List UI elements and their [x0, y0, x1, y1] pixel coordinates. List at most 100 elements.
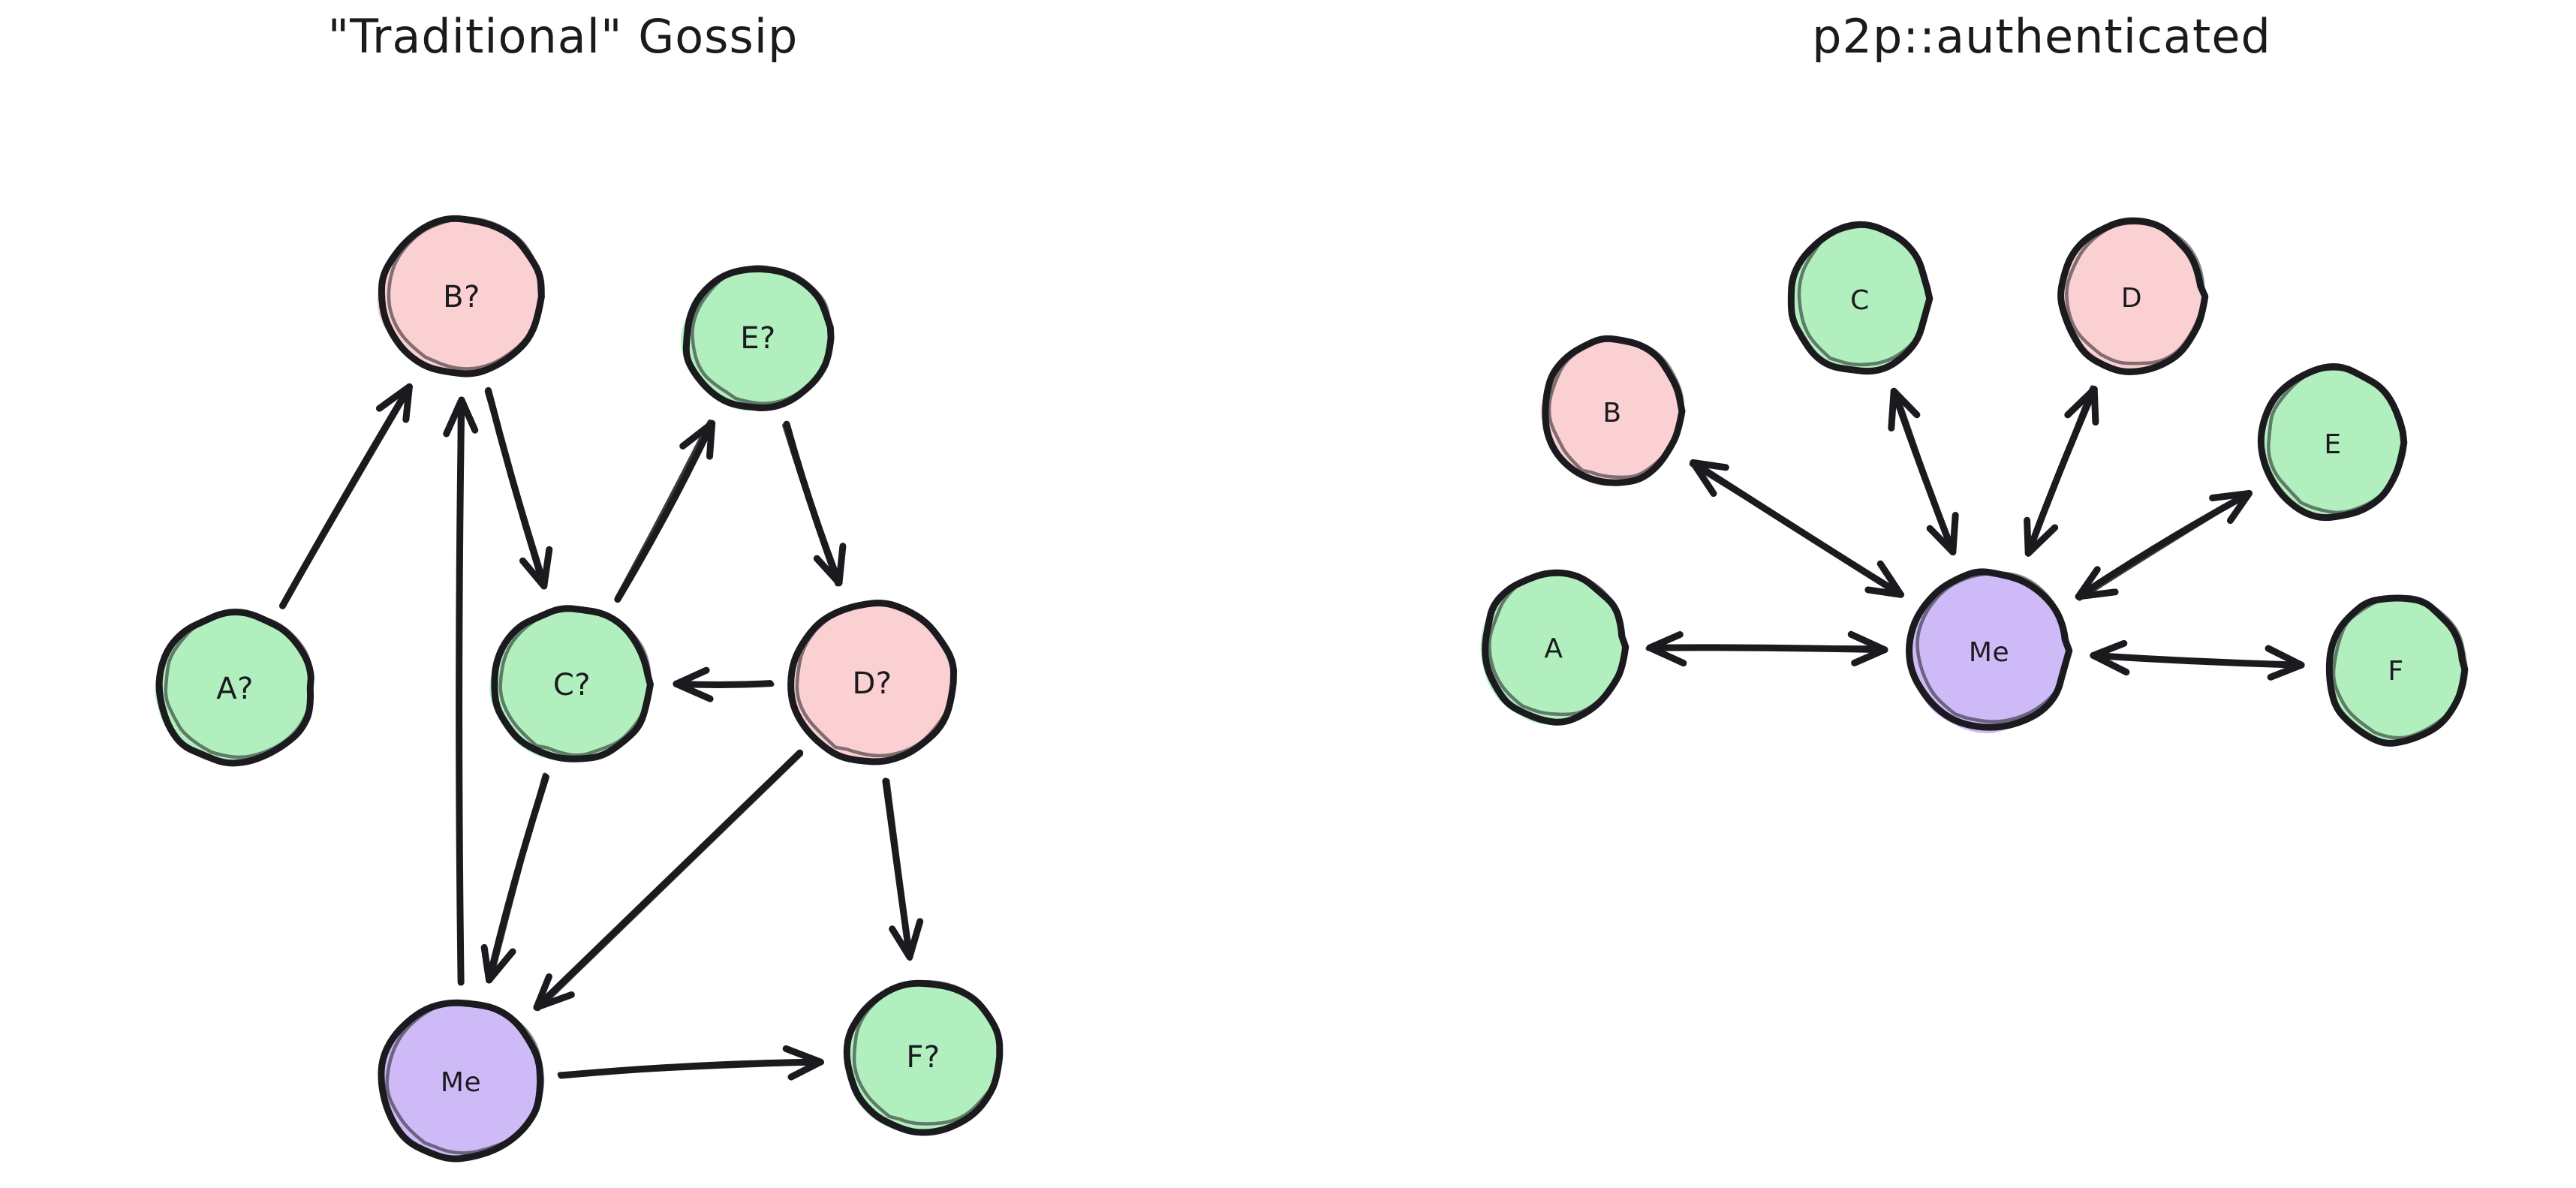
edge-traditional-gossip-D-to-Me[interactable] [533, 749, 804, 1012]
arrowhead-start [2075, 566, 2119, 600]
node-shape-sketch-pass [2267, 367, 2407, 515]
edge-shaft-secondary [884, 778, 913, 961]
edge-p2p-authenticated-Me-to-B[interactable] [1689, 459, 1904, 598]
node-shape-sketch-pass [1915, 571, 2069, 723]
arrowhead-end [480, 943, 516, 984]
edge-shaft-secondary [782, 423, 840, 587]
edge-shaft-secondary [1689, 462, 1903, 595]
node-traditional-gossip-E[interactable]: E? [680, 265, 835, 411]
edge-shaft-secondary [2093, 654, 2302, 668]
node-layer-traditional-gossip: B? E? A? C? D? F? Me [155, 215, 1004, 1162]
edge-p2p-authenticated-Me-to-D[interactable] [2024, 385, 2099, 557]
edge-p2p-authenticated-Me-to-F[interactable] [2090, 639, 2305, 681]
node-p2p-authenticated-F[interactable]: F [2325, 594, 2469, 747]
edge-traditional-gossip-A-to-B[interactable] [278, 383, 413, 609]
node-shape-sketch-pass [1547, 336, 1684, 480]
edge-p2p-authenticated-Me-to-A[interactable] [1645, 630, 1888, 667]
arrowhead-start [1864, 560, 1904, 598]
node-traditional-gossip-A[interactable]: A? [155, 608, 314, 767]
node-traditional-gossip-F[interactable]: F? [843, 979, 1004, 1136]
arrowhead-start [2024, 516, 2059, 557]
edge-p2p-authenticated-Me-to-C[interactable] [1888, 387, 1959, 556]
arrowhead-start [1847, 630, 1888, 666]
arrowhead-end [2209, 489, 2253, 525]
node-shape [155, 608, 314, 767]
node-p2p-authenticated-A[interactable]: A [1480, 569, 1630, 726]
edge-shaft-secondary [281, 385, 413, 608]
node-shape [1906, 568, 2073, 731]
arrowhead-end [889, 918, 924, 961]
node-label: B? [443, 280, 480, 314]
node-label: Me [1969, 637, 2009, 668]
node-shape-sketch-pass [387, 216, 545, 371]
node-p2p-authenticated-E[interactable]: E [2257, 363, 2408, 522]
node-traditional-gossip-B[interactable]: B? [377, 215, 545, 377]
node-shape [843, 979, 1004, 1136]
node-label: Me [441, 1067, 481, 1098]
arrowhead-end [673, 666, 714, 702]
edge-shaft-secondary [1893, 389, 1955, 555]
edge-shaft-secondary [484, 389, 548, 587]
edge-traditional-gossip-B-to-C[interactable] [484, 386, 553, 590]
edge-traditional-gossip-D-to-C[interactable] [673, 666, 775, 702]
edge-layer-traditional-gossip [278, 383, 924, 1081]
edge-layer-p2p-authenticated [1645, 385, 2305, 681]
arrowhead-end [813, 543, 847, 587]
edge-shaft-secondary [2077, 492, 2250, 601]
node-shape-sketch-pass [498, 607, 652, 757]
node-shape-sketch-pass [164, 611, 314, 759]
arrowhead-end [443, 396, 479, 438]
node-shape [1787, 221, 1934, 375]
arrowhead-start [2090, 639, 2130, 676]
node-shape-sketch-pass [1488, 570, 1626, 717]
node-layer-p2p-authenticated: B C D E A F Me [1480, 217, 2469, 747]
node-traditional-gossip-Me[interactable]: Me [378, 999, 545, 1162]
arrowhead-end [2265, 645, 2305, 681]
node-shape-sketch-pass [1797, 224, 1930, 367]
node-shape-sketch-pass [795, 602, 955, 758]
node-p2p-authenticated-C[interactable]: C [1787, 221, 1934, 375]
edge-traditional-gossip-Me-to-B[interactable] [443, 396, 479, 986]
edge-traditional-gossip-C-to-Me[interactable] [480, 772, 549, 984]
edge-shaft-secondary [457, 399, 463, 983]
arrowhead-end [679, 420, 716, 460]
node-traditional-gossip-D[interactable]: D? [787, 600, 958, 765]
node-label: F [2388, 656, 2403, 687]
edge-traditional-gossip-C-to-E[interactable] [614, 419, 716, 603]
arrowhead-end [1690, 459, 1729, 498]
node-label: D [2121, 283, 2142, 314]
edge-traditional-gossip-E-to-D[interactable] [782, 420, 847, 587]
node-p2p-authenticated-Me[interactable]: Me [1906, 568, 2073, 734]
node-shape [378, 215, 545, 377]
node-p2p-authenticated-B[interactable]: B [1540, 335, 1686, 486]
arrowhead-end [533, 973, 575, 1011]
edge-shaft-secondary [535, 751, 804, 1012]
edge-shaft-secondary [488, 772, 548, 982]
panel-title-p2p-authenticated: p2p::authenticated [1812, 9, 2271, 64]
edge-p2p-authenticated-Me-to-E[interactable] [2075, 489, 2253, 601]
node-p2p-authenticated-D[interactable]: D [2057, 217, 2209, 375]
node-shape-sketch-pass [2331, 594, 2468, 740]
panel-title-traditional-gossip: "Traditional" Gossip [328, 9, 799, 64]
node-shape-sketch-pass [2065, 221, 2205, 365]
node-label: C? [553, 668, 591, 702]
node-label: D? [852, 666, 892, 701]
edge-traditional-gossip-D-to-F[interactable] [882, 777, 924, 961]
edge-shaft-secondary [615, 419, 712, 600]
edge-traditional-gossip-Me-to-F[interactable] [557, 1045, 825, 1081]
node-shape-sketch-pass [691, 265, 832, 406]
arrowhead-end [375, 383, 413, 423]
node-label: C [1850, 285, 1870, 316]
node-label: B [1602, 398, 1621, 429]
arrowhead-end [519, 546, 553, 590]
node-shape-sketch-pass [385, 1001, 545, 1155]
arrowhead-start [1926, 512, 1959, 556]
node-shape [682, 265, 835, 411]
edge-shaft [783, 420, 843, 587]
arrowhead-end [1646, 631, 1687, 667]
edge-shaft-secondary [2027, 385, 2095, 555]
arrowhead-end [2064, 386, 2099, 426]
node-traditional-gossip-C[interactable]: C? [489, 605, 654, 762]
node-label: A? [216, 672, 254, 706]
